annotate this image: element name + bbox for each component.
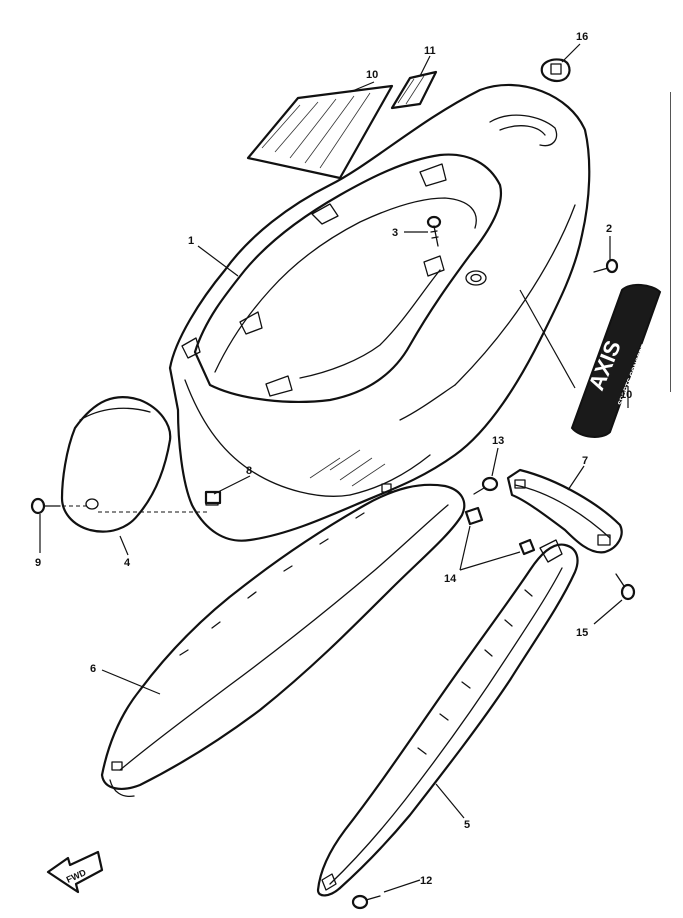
label-12: 12 (420, 875, 432, 887)
part-6-side-cover-left (100, 483, 466, 798)
label-9: 9 (35, 557, 41, 569)
label-11: 11 (424, 45, 436, 57)
part-8-clip (204, 490, 222, 505)
label-7: 7 (582, 455, 588, 467)
label-3: 3 (392, 227, 398, 239)
label-4: 4 (124, 557, 131, 569)
label-1: 1 (188, 235, 194, 247)
label-2: 2 (606, 223, 612, 235)
part-1-rear-body-cover (168, 83, 591, 542)
leader-lines (39, 43, 629, 893)
label-16: 16 (576, 31, 588, 43)
label-10-bottom: 10 (620, 389, 632, 401)
label-10-top: 10 (366, 69, 378, 81)
label-13: 13 (492, 435, 504, 447)
label-5: 5 (464, 819, 470, 831)
label-8: 8 (246, 465, 252, 477)
part-12-screw (351, 894, 381, 910)
label-6: 6 (90, 663, 96, 675)
part-13-grommet (473, 476, 499, 495)
part-15-screw (615, 573, 636, 601)
label-15: 15 (576, 627, 588, 639)
part-14-clip (464, 506, 536, 556)
part-2-screw (593, 258, 619, 274)
part-10-decal-sheet (246, 84, 394, 180)
label-14: 14 (444, 573, 457, 585)
part-16-emblem (540, 58, 571, 82)
part-11-label (390, 70, 438, 110)
part-7-rail-bracket (506, 468, 623, 554)
part-9-screw (30, 497, 86, 515)
part-labels: 10 11 16 1 3 2 10 8 13 7 9 4 14 15 6 5 1… (35, 31, 632, 887)
part-4-side-flap (60, 396, 172, 533)
page-edge-line (670, 92, 671, 392)
fwd-arrow-icon: FWD (46, 850, 104, 894)
part-10-axis-decal: AXIS SPORTS CONCEPT (570, 284, 662, 438)
part-5-side-cover-right (316, 539, 579, 897)
part-3-screw (426, 215, 442, 247)
